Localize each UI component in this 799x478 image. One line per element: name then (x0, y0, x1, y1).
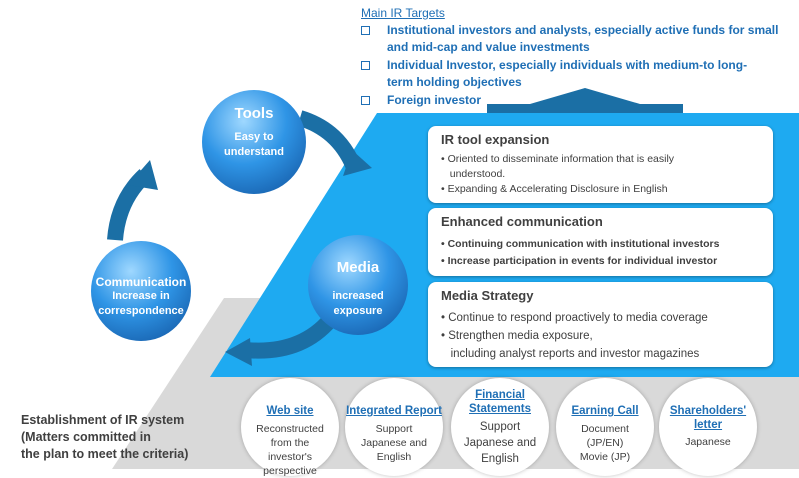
target-item-foreign: Foreign investor (361, 92, 791, 109)
bottom-financial-statements: Financial Statements Support Japanese an… (451, 378, 549, 476)
cycle-arrow-tools-media (297, 110, 363, 174)
media-circle (308, 235, 408, 335)
checkbox-square-icon (361, 96, 370, 105)
communication-label: Communication Increase in correspondence (95, 275, 187, 317)
bottom-integrated-report: Integrated Report Support Japanese and E… (345, 378, 443, 476)
tools-circle (202, 90, 306, 194)
web-site-link[interactable]: Web site (266, 405, 314, 417)
media-label: Media increased exposure (332, 259, 384, 317)
financial-statements-link[interactable]: Financial Statements (469, 389, 531, 415)
target-item-individual: Individual Investor, especially individu… (361, 57, 791, 91)
bottom-web-site: Web site Reconstructed from the investor… (241, 378, 339, 477)
target-item-institutional: Institutional investors and analysts, es… (361, 22, 791, 56)
tools-label: Tools Easy to understand (224, 105, 284, 158)
card-ir-tool-expansion: IR tool expansion • Oriented to dissemin… (428, 126, 773, 203)
targets-title: Main IR Targets (361, 6, 445, 20)
ir-system-label: Establishment of IR system (Matters comm… (21, 413, 189, 461)
integrated-report-link[interactable]: Integrated Report (346, 405, 442, 417)
checkbox-square-icon (361, 61, 370, 70)
communication-circle (91, 241, 191, 341)
cycle-arrow-media-comm (244, 314, 337, 359)
earning-call-link[interactable]: Earning Call (571, 405, 639, 417)
card-enhanced-communication: Enhanced communication • Continuing comm… (428, 208, 773, 276)
shareholders-letter-link[interactable]: Shareholders' letter (669, 405, 747, 431)
bottom-shareholders-letter: Shareholders' letter Japanese (659, 378, 757, 476)
checkbox-square-icon (361, 26, 370, 35)
card-media-strategy: Media Strategy • Continue to respond pro… (428, 282, 773, 367)
bottom-earning-call: Earning Call Document (JP/EN) Movie (JP) (556, 378, 654, 476)
